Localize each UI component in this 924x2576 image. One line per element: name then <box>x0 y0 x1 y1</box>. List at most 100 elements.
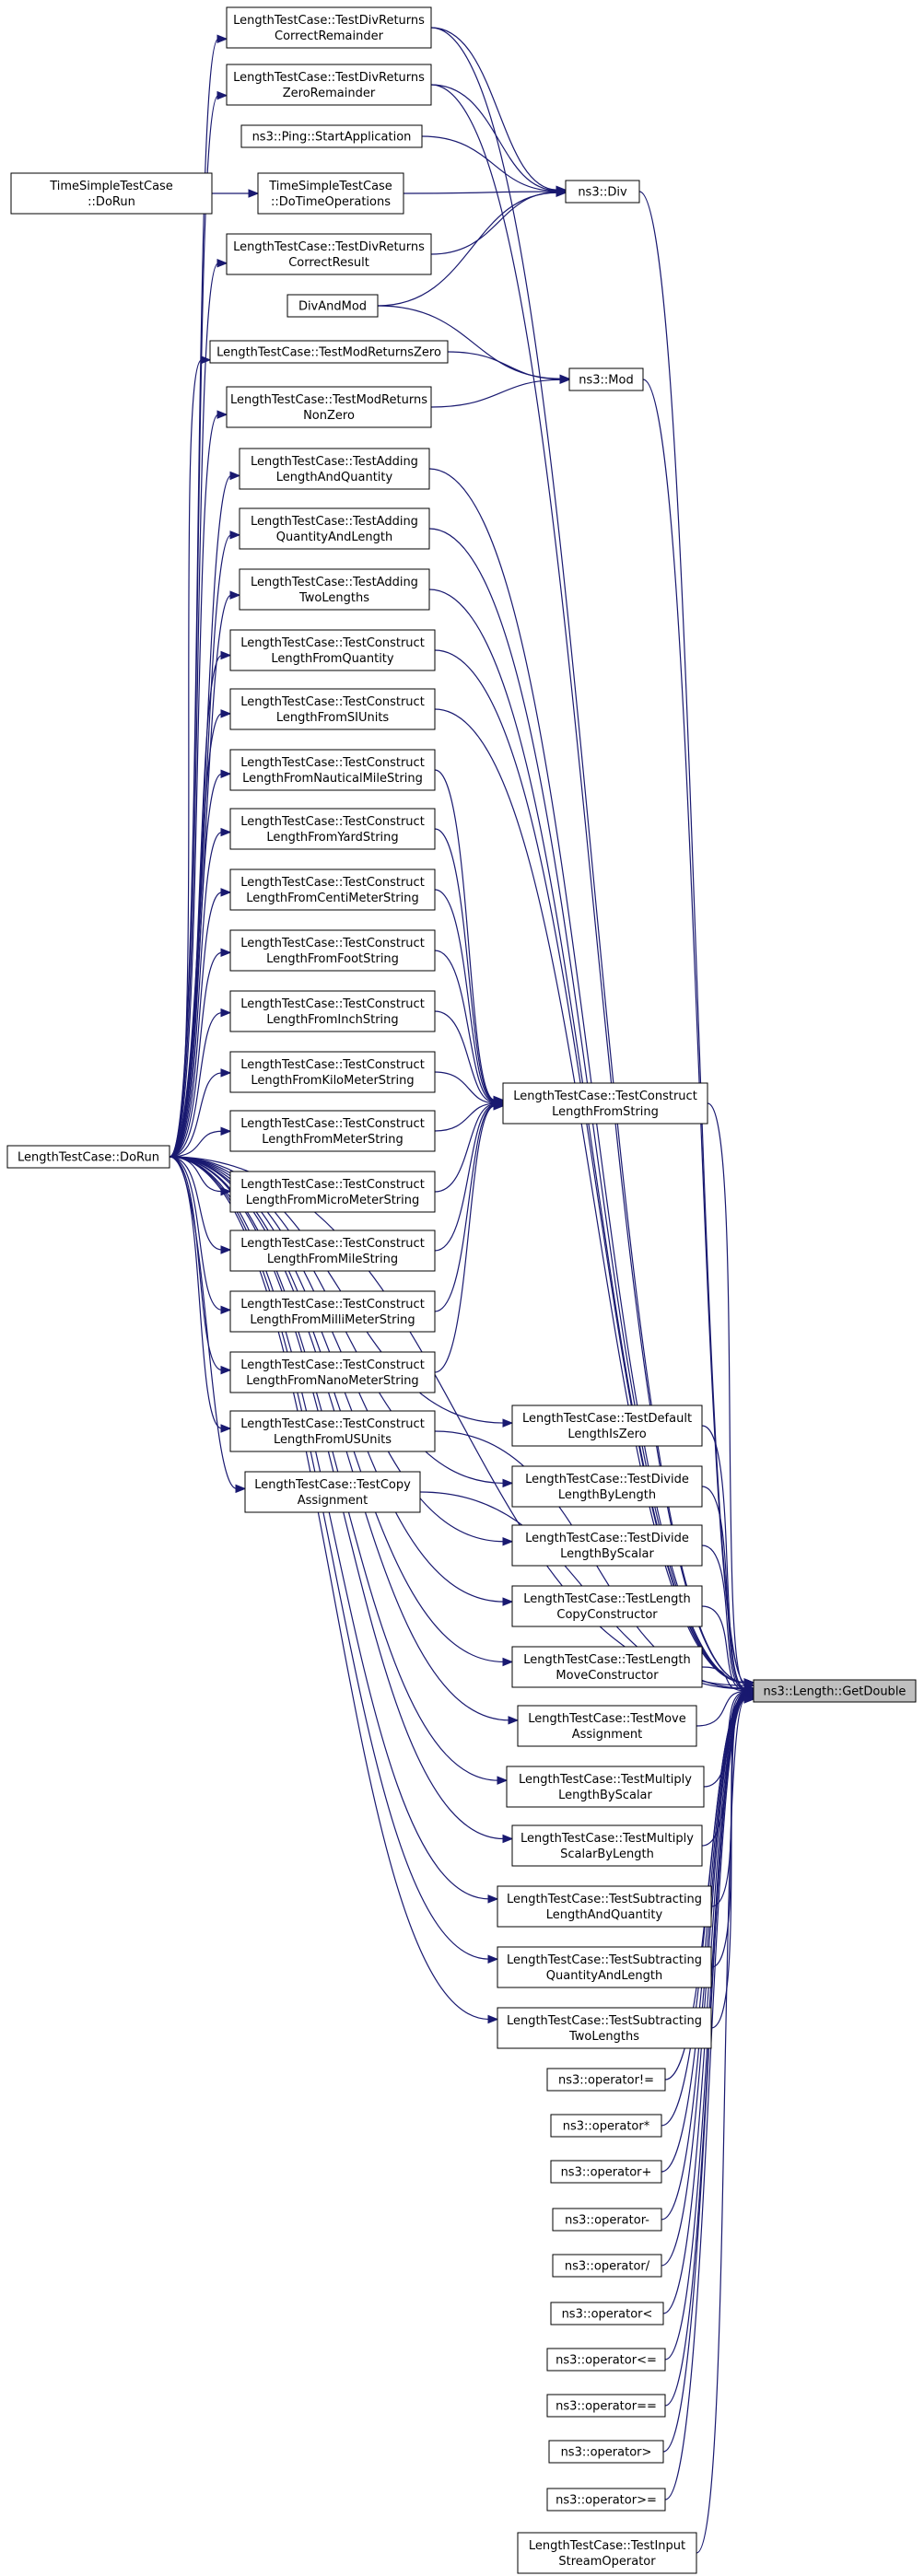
node-ping[interactable]: ns3::Ping::StartApplication <box>240 124 423 148</box>
nodes-layer: TimeSimpleTestCase::DoRunLengthTestCase:… <box>6 6 917 2574</box>
node-label: LengthByScalar <box>560 1547 654 1561</box>
node-add-lq[interactable]: LengthTestCase::TestAddingLengthAndQuant… <box>239 448 430 490</box>
node-c-micro[interactable]: LengthTestCase::TestConstructLengthFromM… <box>229 1171 436 1213</box>
node-label: TwoLengths <box>568 2030 639 2044</box>
edge-op-gt-to-getdouble <box>662 1694 755 2453</box>
node-mod-zero[interactable]: LengthTestCase::TestModReturnsZero <box>209 340 449 364</box>
node-label: LengthTestCase::TestConstruct <box>513 1090 697 1103</box>
edge-arrowhead <box>216 410 228 419</box>
node-mul-lbs[interactable]: LengthTestCase::TestMultiplyLengthByScal… <box>506 1766 705 1808</box>
node-box <box>226 233 432 275</box>
node-box <box>229 1171 436 1213</box>
node-mul-sbl[interactable]: LengthTestCase::TestMultiplyScalarByLeng… <box>511 1824 703 1867</box>
edge-line <box>169 1130 223 1158</box>
node-op-eq[interactable]: ns3::operator== <box>546 2394 666 2418</box>
edge-line <box>169 1156 490 1960</box>
node-div-correct-rem[interactable]: LengthTestCase::TestDivReturnsCorrectRem… <box>226 6 432 49</box>
node-op-gt[interactable]: ns3::operator> <box>548 2440 664 2464</box>
node-box <box>511 1405 703 1447</box>
node-sub-ql[interactable]: LengthTestCase::TestSubtractingQuantityA… <box>497 1946 712 1988</box>
node-op-lt[interactable]: ns3::operator< <box>550 2302 664 2325</box>
node-c-si[interactable]: LengthTestCase::TestConstructLengthFromS… <box>229 688 436 730</box>
edge-arrowhead <box>502 1834 514 1844</box>
node-c-mile[interactable]: LengthTestCase::TestConstructLengthFromM… <box>229 1230 436 1272</box>
node-box <box>550 2160 662 2184</box>
edge-length-dorun-to-c-yard <box>169 827 232 1158</box>
node-box <box>546 2488 666 2512</box>
node-add-ql[interactable]: LengthTestCase::TestAddingQuantityAndLen… <box>239 507 430 550</box>
edge-line <box>434 1010 496 1103</box>
node-c-inch[interactable]: LengthTestCase::TestConstructLengthFromI… <box>229 990 436 1032</box>
node-label: LengthTestCase::TestAdding <box>251 455 418 469</box>
node-copy-ctor[interactable]: LengthTestCase::TestLengthCopyConstructo… <box>511 1585 703 1627</box>
edge-arrowhead <box>559 375 571 385</box>
node-time-ops[interactable]: TimeSimpleTestCase::DoTimeOperations <box>257 172 404 215</box>
edge-line <box>701 1666 746 1692</box>
node-c-nano[interactable]: LengthTestCase::TestConstructLengthFromN… <box>229 1351 436 1393</box>
edge-arrowhead <box>220 1424 232 1433</box>
node-label: LengthTestCase::TestConstruct <box>240 1298 425 1311</box>
node-c-milli[interactable]: LengthTestCase::TestConstructLengthFromM… <box>229 1290 436 1333</box>
node-sub-lq[interactable]: LengthTestCase::TestSubtractingLengthAnd… <box>497 1885 712 1928</box>
node-c-foot[interactable]: LengthTestCase::TestConstructLengthFromF… <box>229 929 436 972</box>
node-c-meter[interactable]: LengthTestCase::TestConstructLengthFromM… <box>229 1110 436 1152</box>
node-c-yard[interactable]: LengthTestCase::TestConstructLengthFromY… <box>229 808 436 850</box>
edge-length-dorun-to-mod-zero <box>169 356 212 1158</box>
node-op-ne[interactable]: ns3::operator!= <box>546 2068 666 2092</box>
edges-layer <box>169 27 755 2554</box>
edge-input-stream-to-getdouble <box>696 1695 755 2554</box>
node-box <box>229 990 436 1032</box>
edge-line <box>169 654 223 1158</box>
node-c-quantity[interactable]: LengthTestCase::TestConstructLengthFromQ… <box>229 629 436 671</box>
node-label: MoveConstructor <box>556 1669 659 1683</box>
node-op-sub[interactable]: ns3::operator- <box>552 2208 662 2232</box>
node-ns3-div[interactable]: ns3::Div <box>565 180 640 204</box>
edge-length-dorun-to-c-inch <box>169 1008 232 1158</box>
node-div-correct-res[interactable]: LengthTestCase::TestDivReturnsCorrectRes… <box>226 233 432 275</box>
node-length-dorun[interactable]: LengthTestCase::DoRun <box>6 1145 170 1169</box>
node-label: ns3::operator>= <box>556 2494 657 2508</box>
node-label: LengthTestCase::TestDivReturns <box>233 71 425 85</box>
node-label: CopyConstructor <box>556 1608 658 1622</box>
node-sub-two[interactable]: LengthTestCase::TestSubtractingTwoLength… <box>497 2007 712 2049</box>
node-op-add[interactable]: ns3::operator+ <box>550 2160 662 2184</box>
node-label: ns3::operator!= <box>558 2074 654 2088</box>
edge-arrowhead <box>743 1695 755 1704</box>
node-div-zero-rem[interactable]: LengthTestCase::TestDivReturnsZeroRemain… <box>226 64 432 106</box>
node-op-mul[interactable]: ns3::operator* <box>550 2114 662 2138</box>
node-time-dorun[interactable]: TimeSimpleTestCase::DoRun <box>10 172 213 215</box>
node-move-ctor[interactable]: LengthTestCase::TestLengthMoveConstructo… <box>511 1646 703 1688</box>
node-box <box>229 629 436 671</box>
node-c-nautical[interactable]: LengthTestCase::TestConstructLengthFromN… <box>229 749 436 791</box>
node-ns3-mod[interactable]: ns3::Mod <box>568 367 644 391</box>
node-getdouble[interactable]: ns3::Length::GetDouble <box>753 1679 917 1703</box>
node-c-centi[interactable]: LengthTestCase::TestConstructLengthFromC… <box>229 868 436 911</box>
node-label: LengthTestCase::TestLength <box>523 1592 690 1606</box>
node-label: LengthFromInchString <box>266 1013 398 1027</box>
node-box <box>511 1824 703 1867</box>
node-c-kilo[interactable]: LengthTestCase::TestConstructLengthFromK… <box>229 1051 436 1093</box>
node-c-string[interactable]: LengthTestCase::TestConstructLengthFromS… <box>502 1082 708 1125</box>
node-label: LengthTestCase::TestSubtracting <box>507 2014 702 2028</box>
edge-c-inch-to-c-string <box>434 1010 505 1107</box>
node-op-div[interactable]: ns3::operator/ <box>552 2254 662 2278</box>
node-box <box>229 1351 436 1393</box>
node-c-us[interactable]: LengthTestCase::TestConstructLengthFromU… <box>229 1410 436 1452</box>
edge-length-dorun-to-add-ql <box>169 530 241 1158</box>
edge-arrowhead <box>502 1597 514 1606</box>
edge-length-dorun-to-sub-two <box>169 1156 499 2024</box>
node-op-ge[interactable]: ns3::operator>= <box>546 2488 666 2512</box>
node-op-le[interactable]: ns3::operator<= <box>546 2348 666 2372</box>
edge-line <box>421 135 558 192</box>
edge-line <box>662 1696 746 2314</box>
node-divandmod[interactable]: DivAndMod <box>287 294 379 318</box>
node-box <box>550 2302 664 2325</box>
